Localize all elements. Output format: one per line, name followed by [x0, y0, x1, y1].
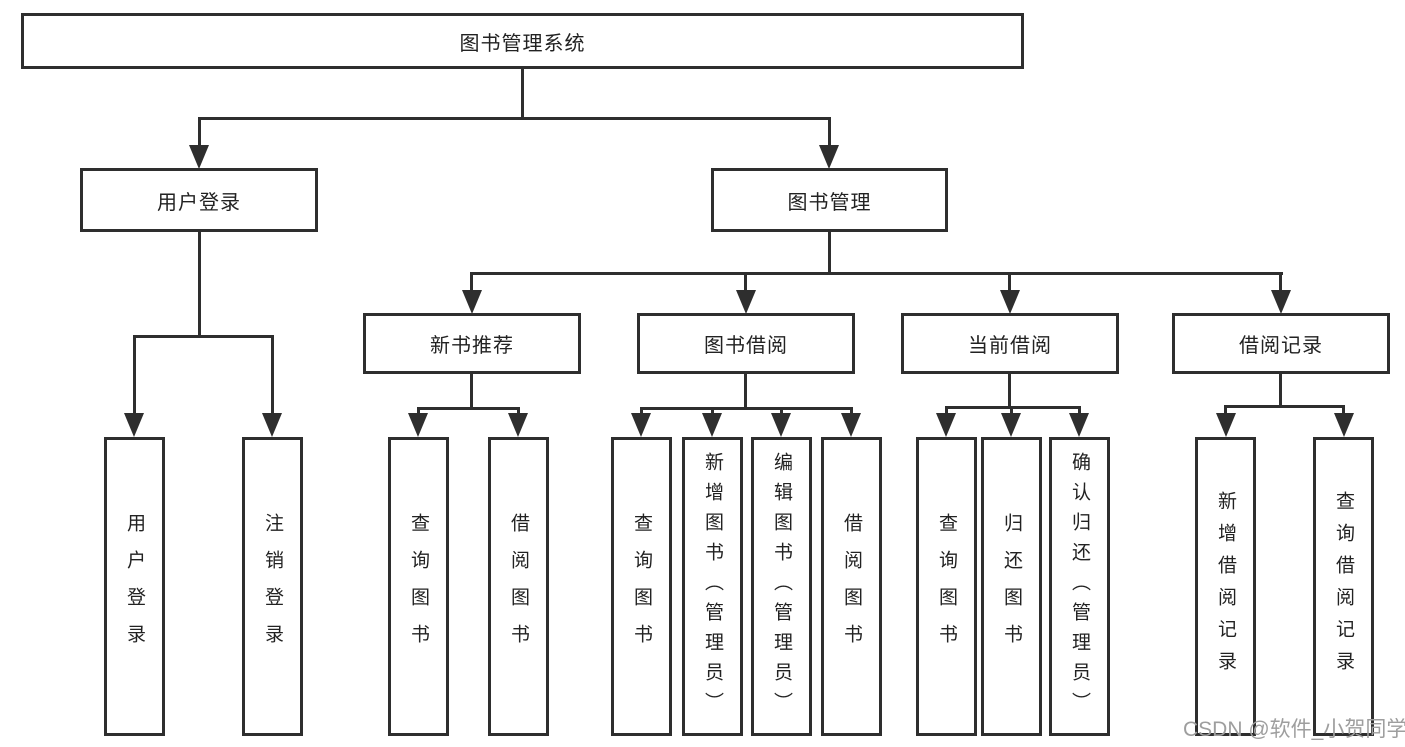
leaf-query-borrow-record: 查询借阅记录 [1313, 437, 1374, 736]
connector-line-horizontal [1224, 405, 1345, 408]
leaf-query-books-borrow: 查询图书 [611, 437, 672, 736]
node-library-management-system: 图书管理系统 [21, 13, 1024, 69]
arrow-down-icon [124, 413, 144, 437]
arrow-down-icon [189, 145, 209, 169]
arrow-down-icon [631, 413, 651, 437]
leaf-logout: 注销登录 [242, 437, 303, 736]
arrow-down-icon [736, 290, 756, 314]
arrow-down-icon [508, 413, 528, 437]
arrow-down-icon [841, 413, 861, 437]
leaf-borrow-books: 借阅图书 [821, 437, 882, 736]
arrow-down-icon [408, 413, 428, 437]
node-book-borrowing: 图书借阅 [637, 313, 855, 374]
connector-line-horizontal [470, 272, 1283, 275]
connector-line-horizontal [133, 335, 274, 338]
connector-line-horizontal [198, 117, 831, 120]
connector-line-vertical [1342, 405, 1345, 415]
connector-line-vertical [640, 407, 643, 415]
leaf-query-books-current: 查询图书 [916, 437, 977, 736]
arrow-down-icon [1216, 413, 1236, 437]
leaf-user-login: 用户登录 [104, 437, 165, 736]
connector-line-vertical [470, 374, 473, 407]
leaf-add-books-admin: 新增图书（管理员） [682, 437, 743, 736]
connector-line-horizontal [945, 406, 1081, 409]
connector-line-vertical [828, 117, 831, 147]
connector-line-vertical [945, 406, 948, 415]
connector-line-vertical [1224, 405, 1227, 415]
node-book-management: 图书管理 [711, 168, 948, 232]
leaf-confirm-return-admin: 确认归还（管理员） [1049, 437, 1110, 736]
connector-line-vertical [198, 232, 201, 335]
connector-line-vertical [744, 272, 747, 292]
arrow-down-icon [262, 413, 282, 437]
leaf-query-books-recommend: 查询图书 [388, 437, 449, 736]
connector-line-vertical [1279, 374, 1282, 405]
arrow-down-icon [1000, 290, 1020, 314]
connector-line-vertical [744, 374, 747, 407]
leaf-edit-books-admin: 编辑图书（管理员） [751, 437, 812, 736]
connector-line-vertical [780, 407, 783, 415]
connector-line-vertical [417, 407, 420, 415]
node-new-book-recommendation: 新书推荐 [363, 313, 581, 374]
connector-line-vertical [470, 272, 473, 292]
node-user-login: 用户登录 [80, 168, 318, 232]
leaf-add-borrow-record: 新增借阅记录 [1195, 437, 1256, 736]
arrow-down-icon [1069, 413, 1089, 437]
connector-line-vertical [1008, 374, 1011, 406]
connector-line-vertical [828, 232, 831, 272]
arrow-down-icon [1334, 413, 1354, 437]
connector-line-vertical [1008, 272, 1011, 292]
arrow-down-icon [819, 145, 839, 169]
arrow-down-icon [462, 290, 482, 314]
arrow-down-icon [1271, 290, 1291, 314]
connector-line-vertical [517, 407, 520, 415]
connector-line-vertical [271, 335, 274, 415]
connector-line-vertical [1078, 406, 1081, 415]
connector-line-vertical [133, 335, 136, 415]
leaf-return-books: 归还图书 [981, 437, 1042, 736]
connector-line-vertical [711, 407, 714, 415]
csdn-watermark: CSDN @软件_小贺同学 [1183, 718, 1405, 741]
arrow-down-icon [936, 413, 956, 437]
arrow-down-icon [771, 413, 791, 437]
connector-line-vertical [521, 69, 524, 117]
node-borrowing-records: 借阅记录 [1172, 313, 1390, 374]
leaf-borrow-books-recommend: 借阅图书 [488, 437, 549, 736]
connector-line-vertical [1279, 272, 1282, 292]
connector-line-vertical [850, 407, 853, 415]
node-current-borrowing: 当前借阅 [901, 313, 1119, 374]
connector-line-vertical [1010, 406, 1013, 415]
arrow-down-icon [702, 413, 722, 437]
arrow-down-icon [1001, 413, 1021, 437]
connector-line-horizontal [417, 407, 520, 410]
connector-line-horizontal [640, 407, 853, 410]
connector-line-vertical [198, 117, 201, 147]
